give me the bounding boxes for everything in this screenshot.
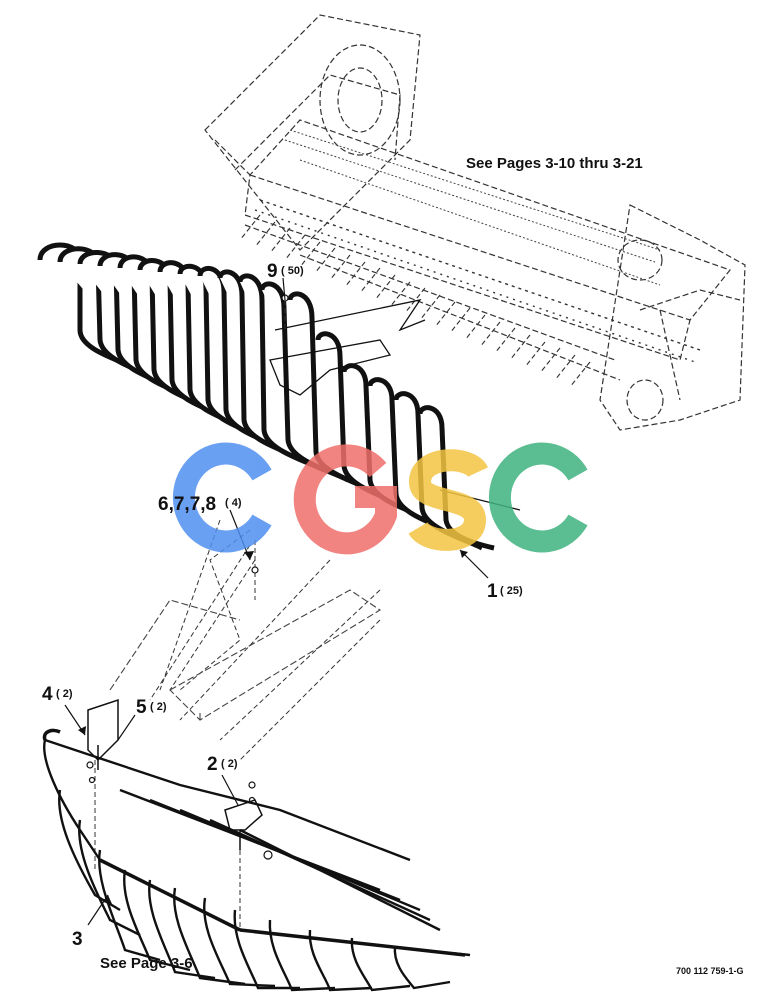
hardware-small <box>86 294 289 860</box>
callout-2-ref: 2 <box>207 754 218 775</box>
header-teeth <box>254 199 701 363</box>
callout-1: 1 ( 25) <box>487 581 523 602</box>
callout-2-qty: ( 2) <box>221 758 238 770</box>
callout-5-qty: ( 2) <box>150 701 167 713</box>
callout-4-qty: ( 2) <box>56 688 73 700</box>
watermark-letter-c <box>488 442 588 553</box>
callout-arrowheads <box>78 550 468 904</box>
callout-5: 5 ( 2) <box>136 697 167 718</box>
callout-9-ref: 9 <box>267 261 278 282</box>
callout-9-qty: ( 50) <box>281 265 304 277</box>
callout-2: 2 ( 2) <box>207 754 238 775</box>
callout-9: 9 ( 50) <box>267 261 304 282</box>
callout-6: 6,7,7,8 ( 4) <box>158 494 242 515</box>
note-see-pages-top: See Pages 3-10 thru 3-21 <box>466 155 643 172</box>
note-see-page-bottom: See Page 3-6 <box>100 955 193 972</box>
callout-3: 3 <box>72 929 83 950</box>
watermark-letter-s <box>408 449 488 551</box>
callout-4: 4 ( 2) <box>42 684 73 705</box>
header-tines <box>239 214 591 388</box>
watermark-letter-g <box>293 444 397 555</box>
callout-3-ref: 3 <box>72 929 83 950</box>
header-ridges <box>284 129 661 286</box>
callout-6-qty: ( 4) <box>225 497 242 509</box>
drawing-number: 700 112 759-1-G <box>676 966 744 976</box>
windguard-tube <box>42 728 466 957</box>
callout-1-ref: 1 <box>487 581 498 602</box>
support-frame <box>109 589 382 721</box>
bracket-left <box>87 698 119 770</box>
callout-4-ref: 4 <box>42 684 53 705</box>
watermark-logo <box>172 442 588 555</box>
callout-6-ref: 6,7,7,8 <box>158 494 216 515</box>
callout-5-ref: 5 <box>136 697 147 718</box>
watermark-letter-c <box>172 442 272 553</box>
callout-1-qty: ( 25) <box>500 585 523 597</box>
